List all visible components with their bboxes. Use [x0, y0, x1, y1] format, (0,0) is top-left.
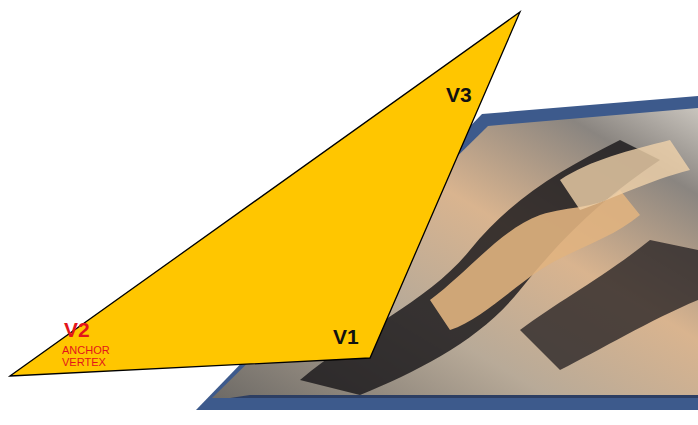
vertex-label: V3 [446, 83, 472, 107]
vertex-label: V1 [333, 325, 359, 349]
anchor-note: ANCHOR VERTEX [62, 344, 122, 368]
anchor-vertex-label: V2 [64, 318, 90, 342]
triangle [10, 12, 520, 376]
